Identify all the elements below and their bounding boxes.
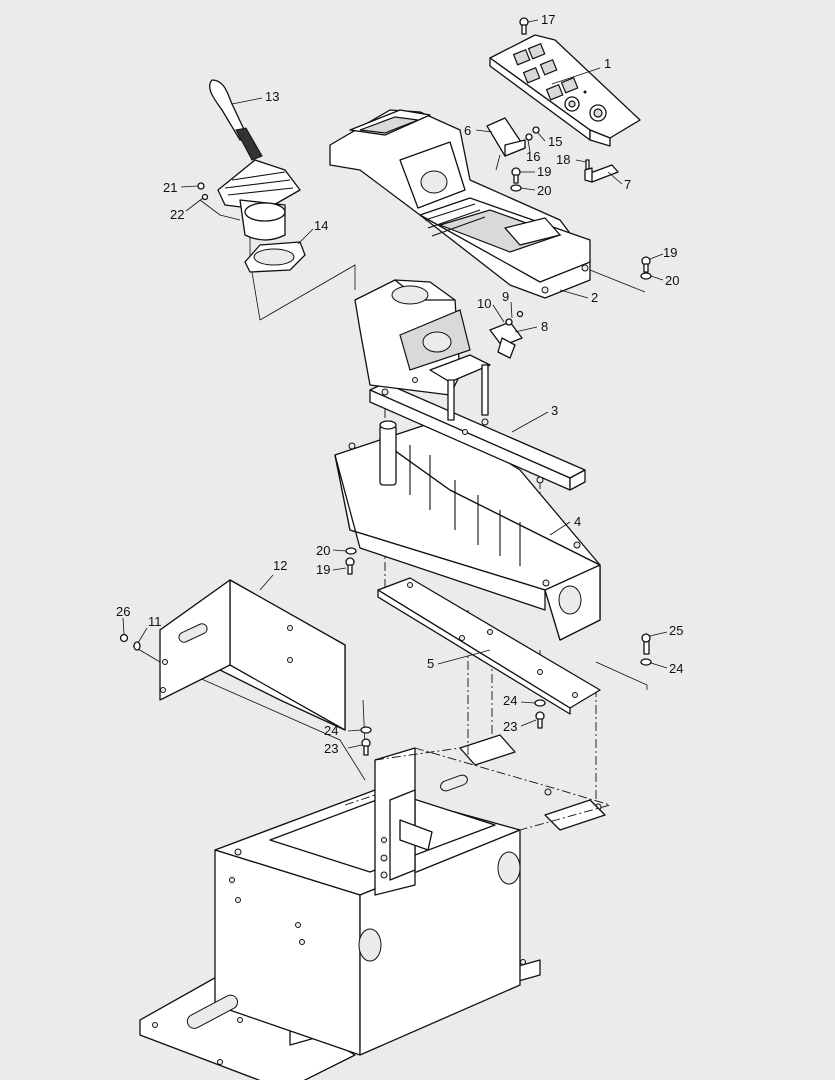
callout-8: 8 [541,319,549,334]
part-13-lever [208,79,301,241]
callout-20-b: 20 [665,273,680,288]
callout-19-a: 19 [537,164,552,179]
part-7-bracket [584,164,619,183]
hardware [119,17,652,756]
callout-5: 5 [427,656,435,671]
part-4-tub [334,419,601,641]
callout-19-b: 19 [663,245,678,260]
callout-16: 16 [526,149,541,164]
part-2-cover [329,109,591,299]
callout-18: 18 [556,152,571,167]
base-frame [139,734,612,1080]
console-column [354,279,491,435]
callout-11: 11 [148,614,162,629]
part-14-gasket [244,241,306,273]
part-1-switch-panel [489,34,641,147]
callout-2: 2 [591,290,599,305]
callout-leaders [122,19,668,749]
callout-23-a: 23 [324,741,339,756]
callout-17: 17 [541,12,556,27]
part-5-plate [377,577,601,715]
callout-24-c: 24 [669,661,684,676]
callout-20-c: 20 [316,543,331,558]
callout-3: 3 [551,403,559,418]
callout-21: 21 [163,180,178,195]
callout-22: 22 [170,207,185,222]
callout-25: 25 [669,623,684,638]
callout-10: 10 [477,296,492,311]
part-8-bracket [489,321,523,359]
callout-24-a: 24 [324,723,339,738]
part-6-bracket [486,117,526,157]
callout-13: 13 [265,89,280,104]
callout-20-a: 20 [537,183,552,198]
callout-1: 1 [604,56,612,71]
callout-15: 15 [548,134,563,149]
callout-6: 6 [464,123,472,138]
callout-19-c: 19 [316,562,331,577]
callout-24-b: 24 [503,693,518,708]
callout-12: 12 [273,558,288,573]
callout-26: 26 [116,604,131,619]
callout-14: 14 [314,218,329,233]
callout-9: 9 [502,289,510,304]
callout-23-b: 23 [503,719,518,734]
callout-7: 7 [624,177,632,192]
callout-4: 4 [574,514,582,529]
part-12-shield [159,579,346,731]
